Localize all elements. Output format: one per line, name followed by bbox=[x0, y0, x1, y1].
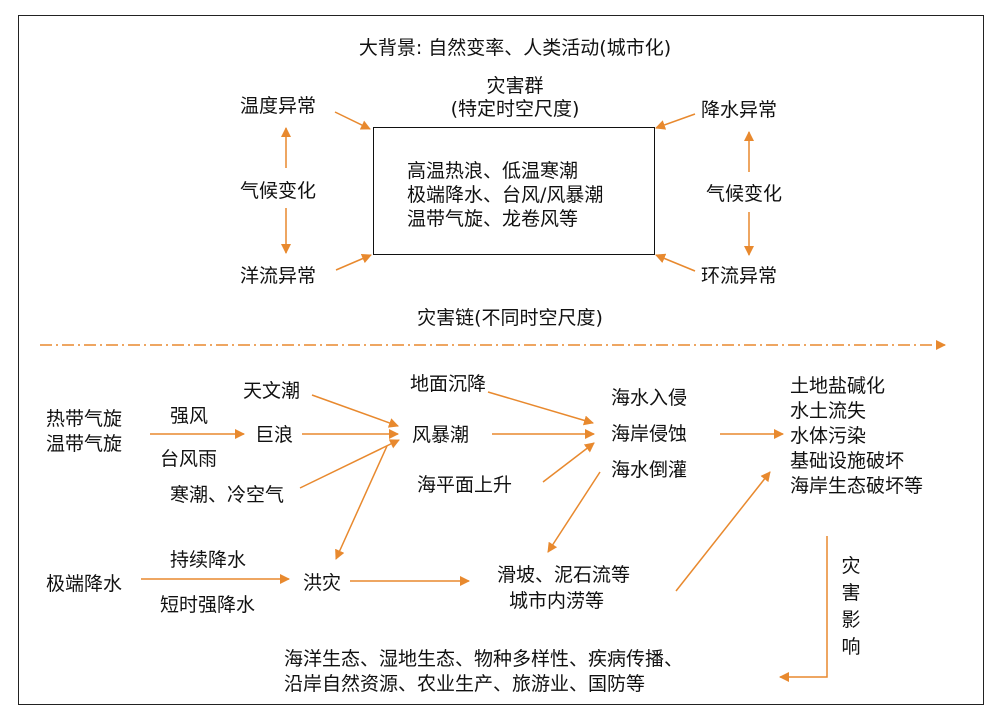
impact-2: 水土流失 bbox=[790, 400, 867, 422]
tropical-cyclone: 热带气旋 bbox=[46, 408, 123, 430]
strong-wind: 强风 bbox=[170, 405, 209, 427]
ground-subsidence: 地面沉降 bbox=[410, 373, 487, 395]
disaster-impact-label-4: 响 bbox=[841, 636, 861, 658]
background-title: 大背景: 自然变率、人类活动(城市化) bbox=[358, 37, 672, 59]
short-heavy-precipitation: 短时强降水 bbox=[160, 594, 256, 616]
arrow-subsidence-to-coast bbox=[487, 391, 594, 426]
arrow-disaster-impact bbox=[779, 536, 828, 682]
hazard-group-title: 灾害群 bbox=[486, 75, 544, 97]
arrow-landslide-to-impacts bbox=[675, 471, 771, 592]
arrow-precip-to-box bbox=[655, 113, 696, 130]
bottom-line-2: 沿岸自然资源、农业生产、旅游业、国防等 bbox=[284, 673, 646, 695]
extratropical-cyclone: 温带气旋 bbox=[46, 433, 123, 455]
huge-wave: 巨浪 bbox=[255, 424, 294, 446]
hazard-group-subtitle: (特定时空尺度) bbox=[450, 98, 580, 120]
impact-1: 土地盐碱化 bbox=[790, 375, 886, 397]
arrow-cold-to-surge bbox=[299, 439, 400, 489]
disaster-impact-label-1: 灾 bbox=[841, 555, 861, 577]
arrow-sealevel-to-coast bbox=[542, 442, 595, 483]
circulation-anomaly: 环流异常 bbox=[701, 265, 778, 287]
disaster-impact-label-3: 影 bbox=[841, 609, 861, 631]
impact-4: 基础设施破坏 bbox=[790, 450, 905, 472]
impact-3: 水体污染 bbox=[790, 425, 867, 447]
landslide: 滑坡、泥石流等 bbox=[497, 564, 631, 586]
hazard-group-box bbox=[373, 127, 655, 255]
temperature-anomaly: 温度异常 bbox=[240, 95, 317, 117]
climate-change-left: 气候变化 bbox=[240, 180, 317, 202]
arrow-surge-to-flood bbox=[335, 445, 388, 560]
extreme-precipitation: 极端降水 bbox=[46, 573, 123, 595]
typhoon-rain: 台风雨 bbox=[160, 448, 218, 470]
disaster-impact-label-2: 害 bbox=[841, 582, 861, 604]
persistent-precipitation: 持续降水 bbox=[170, 549, 247, 571]
seawater-backflow: 海水倒灌 bbox=[611, 459, 688, 481]
arrow-ocean-to-box bbox=[335, 253, 372, 271]
impact-5: 海岸生态破坏等 bbox=[790, 475, 924, 497]
climate-change-right: 气候变化 bbox=[706, 183, 783, 205]
arrow-coast-to-landslide bbox=[547, 471, 601, 553]
hazard-chain-title: 灾害链(不同时空尺度) bbox=[417, 307, 603, 329]
arrow-tide-to-surge bbox=[311, 394, 399, 428]
hazard-box-line-3: 温带气旋、龙卷风等 bbox=[407, 208, 579, 230]
sea-level-rise: 海平面上升 bbox=[417, 474, 513, 496]
astronomical-tide: 天文潮 bbox=[243, 380, 301, 402]
seawater-intrusion: 海水入侵 bbox=[611, 387, 688, 409]
cold-wave: 寒潮、冷空气 bbox=[170, 484, 285, 506]
diagram-frame bbox=[18, 15, 984, 705]
coastal-erosion: 海岸侵蚀 bbox=[611, 423, 688, 445]
hazard-box-line-1: 高温热浪、低温寒潮 bbox=[407, 160, 579, 182]
flood: 洪灾 bbox=[303, 572, 342, 594]
ocean-current-anomaly: 洋流异常 bbox=[240, 265, 317, 287]
hazard-box-line-2: 极端降水、台风/风暴潮 bbox=[407, 184, 604, 206]
bottom-line-1: 海洋生态、湿地生态、物种多样性、疾病传播、 bbox=[284, 648, 684, 670]
precipitation-anomaly: 降水异常 bbox=[701, 99, 778, 121]
urban-waterlogging: 城市内涝等 bbox=[509, 590, 605, 612]
storm-surge: 风暴潮 bbox=[412, 424, 470, 446]
arrow-temp-to-box bbox=[334, 111, 371, 130]
arrow-circ-to-box bbox=[655, 253, 696, 272]
